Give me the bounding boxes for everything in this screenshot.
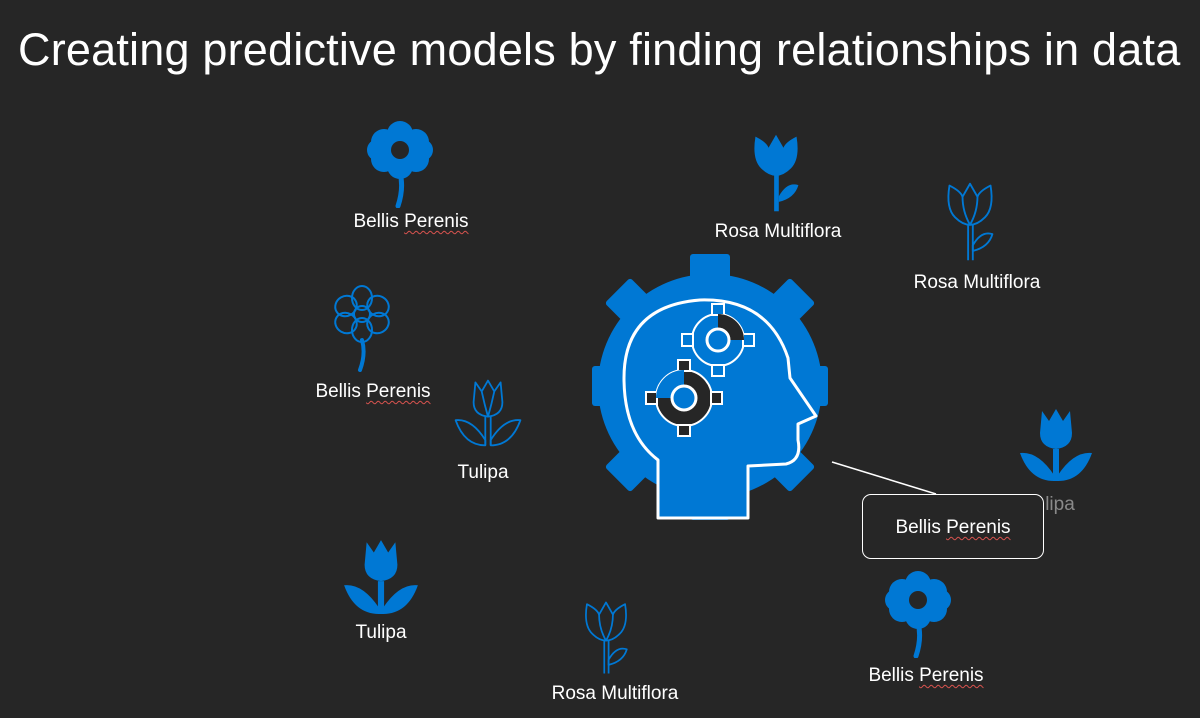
label-species: Perenis <box>366 381 431 402</box>
head-with-gears-icon <box>592 254 828 520</box>
flower-label: Tulipa <box>457 462 508 484</box>
label-species: Perenis <box>946 517 1011 538</box>
flower-label: Bellis Perenis <box>868 665 983 687</box>
label-genus: Bellis <box>315 381 361 402</box>
label-genus: Rosa <box>913 272 958 293</box>
flower-label: Rosa Multiflora <box>552 683 679 705</box>
tulip-icon <box>452 372 524 454</box>
flower-label: Bellis Perenis <box>353 211 468 233</box>
flower-label: Rosa Multiflora <box>914 272 1041 294</box>
slide-title: Creating predictive models by finding re… <box>18 24 1181 75</box>
prediction-callout: Bellis Perenis <box>862 494 1044 559</box>
label-genus: Tulipa <box>457 462 509 483</box>
flower-label: Tulipa <box>355 622 406 644</box>
label-genus: Rosa <box>551 683 596 704</box>
label-species: Multiflora <box>601 683 679 704</box>
gear-icon <box>645 359 723 437</box>
label-genus: Tulipa <box>355 622 407 643</box>
tulip-icon <box>1016 402 1096 484</box>
callout-pointer <box>831 461 937 495</box>
head-silhouette <box>622 298 818 520</box>
rose-icon <box>580 598 632 678</box>
daisy-icon <box>322 282 402 372</box>
rose-icon <box>942 180 998 264</box>
label-genus: Bellis <box>895 517 941 538</box>
label-species: Multiflora <box>764 221 842 242</box>
label-species: Perenis <box>919 665 984 686</box>
tulip-icon <box>340 534 422 616</box>
rose-icon <box>748 130 804 216</box>
daisy-icon <box>360 118 440 208</box>
label-genus: Bellis <box>868 665 914 686</box>
prediction-label: Bellis Perenis <box>895 517 1010 539</box>
flower-label: lipa <box>1045 494 1075 516</box>
flower-label: Bellis Perenis <box>315 381 430 403</box>
label-species: Perenis <box>404 211 469 232</box>
label-species: Multiflora <box>963 272 1041 293</box>
label-genus: Rosa <box>714 221 759 242</box>
flower-label: Rosa Multiflora <box>715 221 842 243</box>
label-genus: Bellis <box>353 211 399 232</box>
daisy-icon <box>878 568 958 658</box>
label-genus: lipa <box>1045 494 1075 515</box>
gear-icon <box>681 303 755 377</box>
